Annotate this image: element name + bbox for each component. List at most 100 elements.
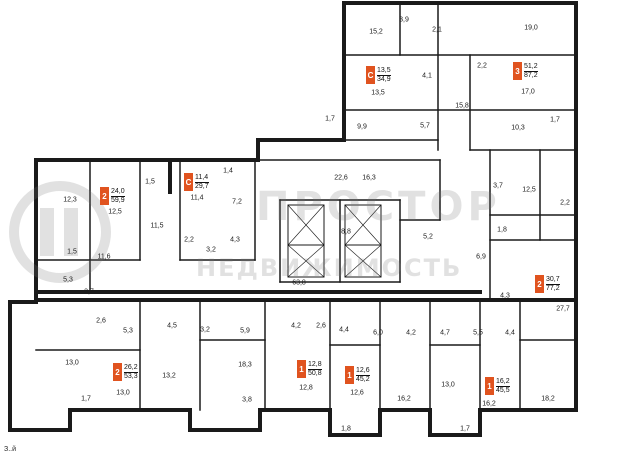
room-area-label: 9,9 bbox=[357, 123, 367, 131]
room-area-label: 1,5 bbox=[145, 178, 155, 186]
room-area-label: 5,7 bbox=[420, 122, 430, 130]
apartment-type-badge: 1 bbox=[297, 360, 306, 378]
room-area-label: 12,3 bbox=[63, 196, 77, 204]
total-area: 77,2 bbox=[546, 284, 560, 292]
apartment-type-badge: 2 bbox=[113, 363, 122, 381]
footer-text: З..й bbox=[4, 446, 17, 453]
room-area-label: 12,8 bbox=[299, 384, 313, 392]
living-area: 13,5 bbox=[377, 66, 391, 76]
room-area-label: 16,2 bbox=[482, 400, 496, 408]
elevator-shaft bbox=[287, 204, 325, 246]
total-area: 29,7 bbox=[195, 182, 209, 190]
room-area-label: 3,9 bbox=[399, 16, 409, 24]
room-area-label: 19,0 bbox=[524, 24, 538, 32]
room-area-label: 63,8 bbox=[292, 279, 306, 287]
total-area: 34,9 bbox=[377, 75, 391, 83]
room-area-label: 16,2 bbox=[397, 395, 411, 403]
room-area-label: 1,7 bbox=[550, 116, 560, 124]
room-area-label: 2,6 bbox=[316, 322, 326, 330]
room-area-label: 4,3 bbox=[230, 236, 240, 244]
room-area-label: 17,0 bbox=[521, 88, 535, 96]
room-area-label: 4,7 bbox=[440, 329, 450, 337]
room-area-label: 15,8 bbox=[455, 102, 469, 110]
room-area-label: 5,3 bbox=[123, 327, 133, 335]
room-area-label: 4,2 bbox=[406, 329, 416, 337]
room-area-label: 2,2 bbox=[477, 62, 487, 70]
room-area-label: 18,2 bbox=[541, 395, 555, 403]
room-area-label: 1,5 bbox=[67, 248, 77, 256]
room-area-label: 2,1 bbox=[432, 26, 442, 34]
room-area-label: 4,3 bbox=[500, 292, 510, 300]
living-area: 26,2 bbox=[124, 363, 138, 373]
room-area-label: 4,4 bbox=[505, 329, 515, 337]
apartment-type-badge: C bbox=[366, 66, 375, 84]
room-area-label: 1,7 bbox=[460, 425, 470, 433]
total-area: 45,2 bbox=[356, 375, 370, 383]
room-area-label: 6,0 bbox=[373, 329, 383, 337]
total-area: 50,8 bbox=[308, 369, 322, 377]
room-area-label: 7,2 bbox=[232, 198, 242, 206]
room-area-label: 4,2 bbox=[291, 322, 301, 330]
apartment-type-badge: 2 bbox=[100, 187, 109, 205]
elevator-shaft bbox=[344, 204, 382, 246]
room-area-label: 27,7 bbox=[556, 305, 570, 313]
apartment-type-badge: C bbox=[184, 173, 193, 191]
room-area-label: 11,4 bbox=[190, 194, 204, 202]
room-area-label: 2,2 bbox=[184, 236, 194, 244]
living-area: 24,0 bbox=[111, 187, 125, 197]
living-area: 51,2 bbox=[524, 62, 538, 72]
total-area: 45,5 bbox=[496, 386, 510, 394]
room-area-label: 12,5 bbox=[522, 186, 536, 194]
room-area-label: 4,5 bbox=[167, 322, 177, 330]
room-area-label: 1,7 bbox=[81, 395, 91, 403]
room-area-label: 13,0 bbox=[441, 381, 455, 389]
room-area-label: 1,8 bbox=[341, 425, 351, 433]
total-area: 59,9 bbox=[111, 196, 125, 204]
room-area-label: 13,0 bbox=[65, 359, 79, 367]
room-area-label: 1,4 bbox=[223, 167, 233, 175]
apartment-type-badge: 2 bbox=[535, 275, 544, 293]
room-area-label: 11,5 bbox=[150, 222, 164, 230]
apartment-type-badge: 3 bbox=[513, 62, 522, 80]
room-area-label: 5,5 bbox=[473, 329, 483, 337]
room-area-label: 1,8 bbox=[497, 226, 507, 234]
room-area-label: 3,7 bbox=[493, 182, 503, 190]
room-area-label: 2,6 bbox=[96, 317, 106, 325]
apartment-type-badge: 1 bbox=[485, 377, 494, 395]
living-area: 30,7 bbox=[546, 275, 560, 285]
room-area-label: 13,0 bbox=[116, 389, 130, 397]
room-area-label: 8,8 bbox=[341, 228, 351, 236]
elevator-shaft bbox=[287, 244, 325, 278]
room-area-label: 3,2 bbox=[200, 326, 210, 334]
room-area-label: 15,2 bbox=[369, 28, 383, 36]
room-area-label: 4,1 bbox=[422, 72, 432, 80]
apartment-type-badge: 1 bbox=[345, 366, 354, 384]
room-area-label: 4,4 bbox=[339, 326, 349, 334]
room-area-label: 1,7 bbox=[325, 115, 335, 123]
room-area-label: 18,3 bbox=[238, 361, 252, 369]
room-area-label: 13,2 bbox=[162, 372, 176, 380]
living-area: 16,2 bbox=[496, 377, 510, 387]
room-area-label: 3,2 bbox=[206, 246, 216, 254]
living-area: 12,6 bbox=[356, 366, 370, 376]
